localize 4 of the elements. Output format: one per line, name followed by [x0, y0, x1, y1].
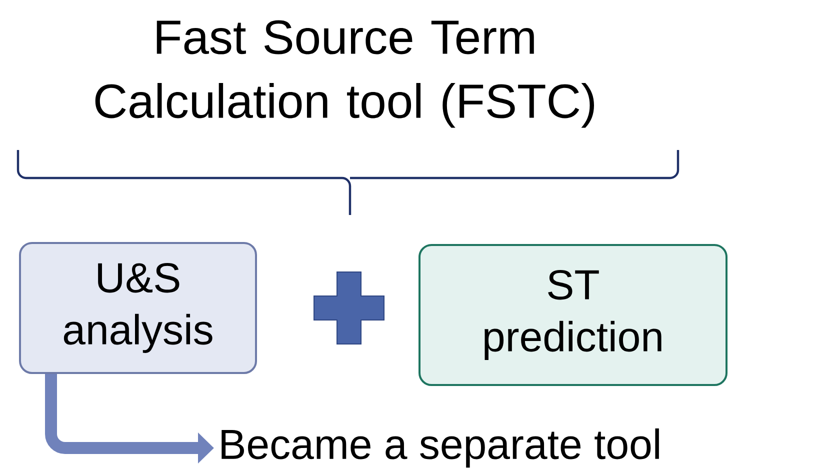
note-text: Became a separate tool [222, 428, 659, 468]
process-box: U&S analysis [19, 242, 257, 374]
title: Fast Source Term Calculation tool (FSTC) [95, 20, 594, 128]
process-box: ST prediction [418, 244, 728, 386]
